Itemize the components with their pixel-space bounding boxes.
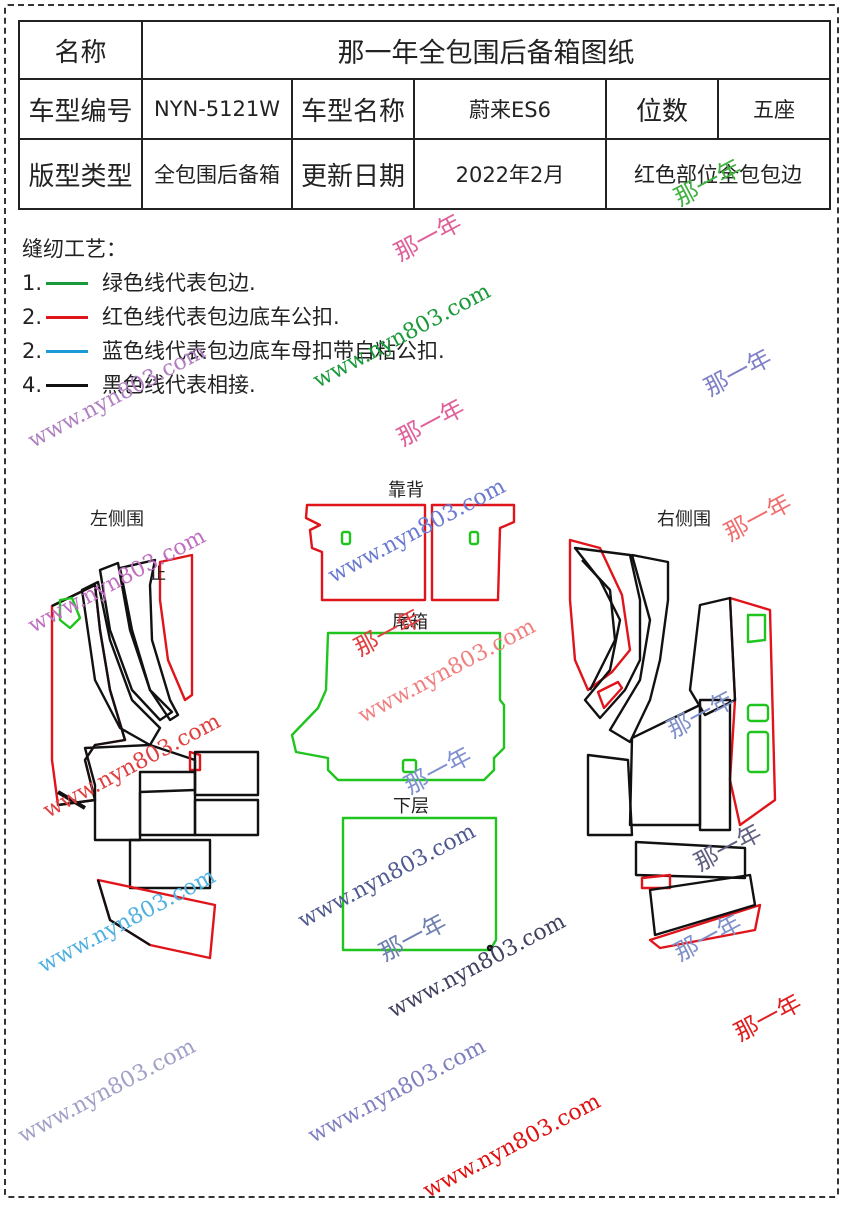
right-side-green-cutout	[746, 613, 767, 644]
right-side-bottom-panel	[648, 903, 762, 950]
backrest-left-panel	[304, 503, 427, 602]
legend-text: 绿色线代表包边.	[102, 271, 256, 295]
lower-layer-panel	[341, 816, 498, 952]
left-side-inner-panel	[51, 583, 127, 807]
left-side-red-panel	[158, 553, 194, 702]
legend-item: 1. 绿色线代表包边.	[22, 266, 445, 300]
page-border	[4, 4, 839, 1198]
lower-layer-snap	[486, 944, 494, 952]
legend-number: 1.	[22, 271, 43, 295]
model-no-label: 车型编号	[18, 78, 143, 140]
legend-text: 红色线代表包边底车公扣.	[102, 305, 340, 329]
left-side-green-cutout	[58, 596, 82, 630]
right-side-strip-2	[573, 546, 642, 720]
backrest-right-panel	[430, 503, 516, 602]
seats-label: 位数	[605, 78, 719, 140]
right-side-label: 右侧围	[657, 509, 711, 530]
trunk-floor-panel	[290, 631, 506, 782]
right-side-block-d	[634, 840, 747, 880]
left-side-block-d	[128, 838, 212, 890]
right-side-upper-block	[688, 596, 737, 717]
trunk-label: 尾箱	[392, 612, 428, 633]
right-side-red-mark	[596, 680, 624, 710]
type-value: 全包围后备箱	[141, 138, 293, 210]
seats-value: 五座	[716, 78, 832, 140]
note-value: 红色部位全包包边	[604, 138, 832, 210]
left-side-red-edge	[188, 750, 202, 772]
update-value: 2022年2月	[413, 138, 607, 210]
right-side-green-slot	[746, 703, 770, 723]
left-side-label: 左侧围	[90, 509, 144, 530]
legend-number: 4.	[22, 373, 43, 397]
name-label: 名称	[18, 20, 143, 80]
model-name-value: 蔚来ES6	[413, 78, 607, 140]
legend-item: 4. 黑色线代表相接.	[22, 368, 445, 402]
model-no-value: NYN-5121W	[141, 78, 293, 140]
model-name-label: 车型名称	[291, 78, 415, 140]
left-side-block-c	[138, 770, 197, 837]
left-side-mark: 止	[150, 564, 167, 583]
update-label: 更新日期	[291, 138, 415, 210]
spec-table: 名称 那一年全包围后备箱图纸 车型编号 NYN-5121W 车型名称 蔚来ES6…	[18, 20, 832, 210]
left-side-block-a	[193, 750, 260, 797]
legend-number: 2.	[22, 305, 43, 329]
legend-text: 蓝色线代表包边底车母扣带自粘公扣.	[102, 339, 445, 363]
legend-text: 黑色线代表相接.	[102, 373, 256, 397]
legend-heading: 缝纫工艺：	[22, 237, 127, 261]
type-label: 版型类型	[18, 138, 143, 210]
legend-swatch-blue	[46, 349, 88, 353]
legend-item: 2. 红色线代表包边底车公扣.	[22, 300, 445, 334]
left-side-strip-3	[118, 558, 180, 722]
legend-swatch-red	[46, 315, 88, 319]
backrest-slot	[340, 530, 352, 546]
drawing-title: 那一年全包围后备箱图纸	[140, 20, 832, 80]
backrest-label: 靠背	[388, 480, 424, 501]
left-side-thick-edge	[56, 790, 87, 810]
left-side-block-b	[193, 798, 260, 837]
right-side-strip-1	[568, 538, 632, 692]
right-side-block-b	[698, 698, 732, 832]
legend-number: 2.	[22, 339, 43, 363]
right-side-block-c	[586, 753, 634, 837]
trunk-floor-slot	[401, 758, 418, 774]
left-side-bottom-edge	[96, 879, 151, 947]
right-side-green-slot	[746, 730, 770, 774]
left-side-strip-2	[98, 561, 174, 722]
right-side-strip-3	[608, 553, 670, 744]
left-side-strip-1	[80, 580, 162, 747]
sewing-legend: 缝纫工艺： 1. 绿色线代表包边. 2. 红色线代表包边底车公扣. 2. 蓝色线…	[22, 232, 445, 402]
right-side-bottom-black	[648, 873, 757, 937]
legend-item: 2. 蓝色线代表包边底车母扣带自粘公扣.	[22, 334, 445, 368]
backrest-slot	[468, 530, 480, 546]
legend-swatch-green	[46, 281, 88, 285]
legend-swatch-black	[46, 383, 88, 387]
lower-layer-label: 下层	[393, 796, 429, 817]
